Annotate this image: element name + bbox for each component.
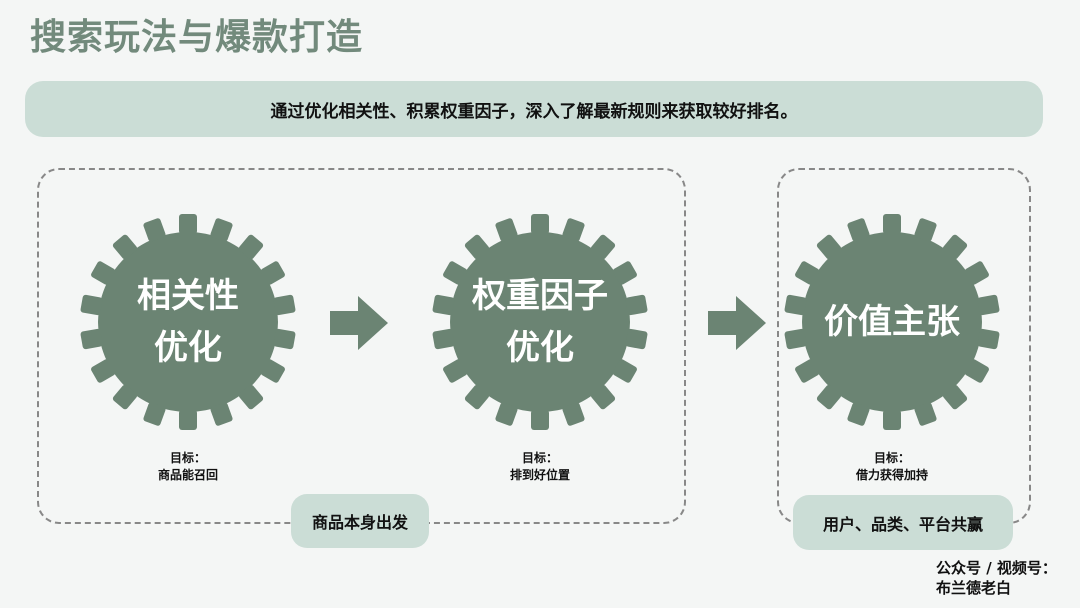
gear-tooth (80, 328, 103, 350)
gear-label: 权重因子 (472, 276, 608, 316)
gear-tooth (816, 384, 842, 410)
gear-tooth (784, 328, 807, 350)
gear-tooth (562, 402, 585, 426)
gear-tooth (847, 402, 870, 426)
footer-credit: 公众号 / 视频号：布兰德老白 (936, 559, 1057, 597)
gear-icon (784, 214, 1000, 430)
gear-tooth (238, 234, 264, 260)
gear-tooth (112, 384, 138, 410)
gear-tooth (914, 218, 937, 242)
gear-tooth (977, 294, 1000, 316)
goal-text: 目标：借力获得加持 (855, 451, 928, 482)
gear-tooth (179, 410, 197, 430)
gear-tooth (531, 410, 549, 430)
gear-tooth (210, 218, 233, 242)
gear-tooth (495, 402, 518, 426)
gear-tooth (590, 234, 616, 260)
gear-tooth (795, 261, 820, 285)
gear-relevance: 相关性优化 (78, 212, 298, 436)
gear-tooth (964, 261, 989, 285)
arrow-right-icon (708, 296, 766, 350)
gear-icon (432, 214, 648, 430)
gear-tooth (91, 359, 116, 383)
gear-tooth (464, 384, 490, 410)
gear-tooth (179, 214, 197, 234)
pill-product: 商品本身出发 (291, 494, 429, 548)
gear-tooth (495, 218, 518, 242)
gear-tooth (562, 218, 585, 242)
gear-tooth (143, 402, 166, 426)
gear-label: 优化 (506, 328, 574, 368)
gear-tooth (914, 402, 937, 426)
gear-label: 优化 (154, 328, 222, 368)
gear-tooth (531, 214, 549, 234)
arrow-right-icon (330, 296, 388, 350)
gear-tooth (847, 218, 870, 242)
gear-label: 相关性 (137, 276, 239, 316)
gear-tooth (443, 359, 468, 383)
gear-tooth (625, 294, 648, 316)
gear-tooth (80, 294, 103, 316)
gear-tooth (590, 384, 616, 410)
gear-tooth (432, 328, 455, 350)
gear-tooth (260, 359, 285, 383)
gear-tooth (143, 218, 166, 242)
gear-weight: 权重因子优化 (430, 212, 650, 436)
gear-tooth (883, 410, 901, 430)
gear-tooth (432, 294, 455, 316)
gear-tooth (443, 261, 468, 285)
gear-tooth (883, 214, 901, 234)
gear-tooth (260, 261, 285, 285)
summary-banner: 通过优化相关性、积累权重因子，深入了解最新规则来获取较好排名。 (25, 81, 1043, 137)
gear-tooth (273, 294, 296, 316)
gear-tooth (795, 359, 820, 383)
gear-tooth (816, 234, 842, 260)
goal-text: 目标：排到好位置 (509, 451, 570, 482)
gear-tooth (942, 384, 968, 410)
gear-label: 价值主张 (824, 302, 960, 342)
gear-tooth (612, 261, 637, 285)
gear-tooth (625, 328, 648, 350)
page-title: 搜索玩法与爆款打造 (30, 17, 364, 58)
gear-value: 价值主张 (782, 212, 1002, 436)
gear-tooth (112, 234, 138, 260)
gear-tooth (238, 384, 264, 410)
gear-icon (80, 214, 296, 430)
pill-win-win: 用户、品类、平台共赢 (793, 495, 1013, 550)
gear-tooth (942, 234, 968, 260)
gear-tooth (464, 234, 490, 260)
gear-tooth (210, 402, 233, 426)
gear-tooth (91, 261, 116, 285)
goal-text: 目标：商品能召回 (157, 451, 218, 482)
gear-tooth (784, 294, 807, 316)
gear-tooth (977, 328, 1000, 350)
gear-tooth (273, 328, 296, 350)
gear-tooth (612, 359, 637, 383)
gear-tooth (964, 359, 989, 383)
